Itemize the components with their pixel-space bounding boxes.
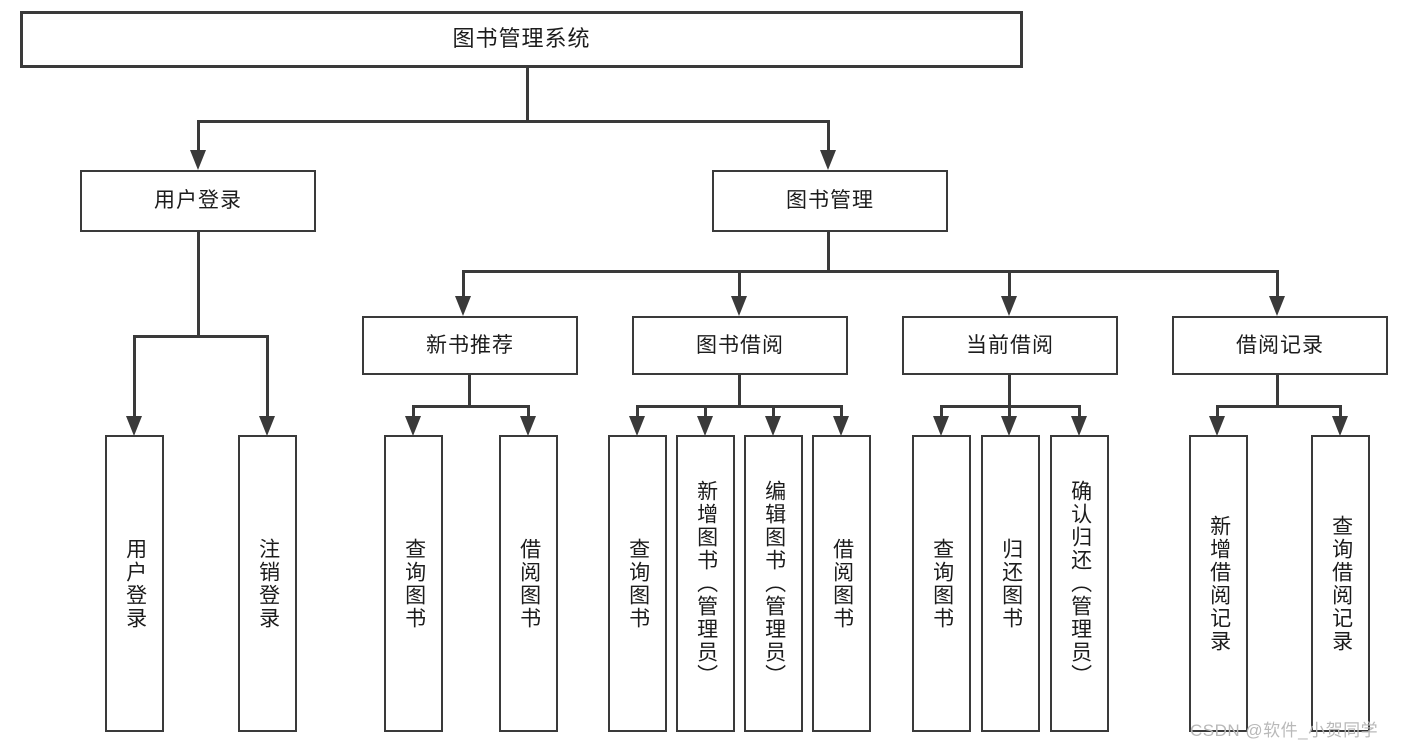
edge-user-login-to-leaf-1 [133,335,136,418]
edge-borrow-record-stem [1276,375,1279,408]
leaf-book-borrow-1[interactable]: 查询图书 [608,435,667,732]
edge-book-borrow-to-leaf-1 [636,405,639,418]
node-label: 当前借阅 [966,333,1054,357]
leaf-current-borrow-3[interactable]: 确认归还（管理员） [1050,435,1109,732]
edge-book-manage-to-current-borrow [1008,270,1011,298]
arrowhead-book-borrow-to-leaf-4 [833,416,849,436]
node-label: 注销登录 [256,537,280,630]
node-label: 用户登录 [123,537,147,630]
edge-book-manage-to-book-borrow [738,270,741,298]
arrowhead-new-book-to-leaf-1 [405,416,421,436]
edge-current-borrow-to-leaf-3 [1078,405,1081,418]
leaf-borrow-record-1[interactable]: 新增借阅记录 [1189,435,1248,732]
arrowhead-root-to-book-manage [820,150,836,170]
node-user-login[interactable]: 用户登录 [80,170,316,232]
node-label: 归还图书 [999,537,1023,630]
leaf-new-book-2[interactable]: 借阅图书 [499,435,558,732]
arrowhead-current-borrow-to-leaf-3 [1071,416,1087,436]
arrowhead-book-borrow-to-leaf-1 [629,416,645,436]
leaf-user-login-2[interactable]: 注销登录 [238,435,297,732]
node-label: 图书管理系统 [452,26,591,52]
edge-book-borrow-to-leaf-3 [772,405,775,418]
edge-book-borrow-stem [738,375,741,408]
arrowhead-book-manage-to-current-borrow [1001,296,1017,316]
edge-user-login-to-leaf-2 [266,335,269,418]
edge-book-manage-bar [462,270,1279,273]
node-label: 图书管理 [786,189,874,213]
node-label: 图书借阅 [696,333,784,357]
node-label: 新书推荐 [426,333,514,357]
arrowhead-user-login-to-leaf-2 [259,416,275,436]
leaf-user-login-1[interactable]: 用户登录 [105,435,164,732]
node-book-management[interactable]: 图书管理 [712,170,948,232]
edge-current-borrow-stem [1008,375,1011,408]
edge-borrow-record-to-leaf-2 [1339,405,1342,418]
node-label: 借阅记录 [1236,333,1324,357]
node-label: 用户登录 [154,189,242,213]
edge-root-stem [526,68,529,120]
arrowhead-book-borrow-to-leaf-2 [697,416,713,436]
edge-root-bar [197,120,830,123]
arrowhead-book-manage-to-book-borrow [731,296,747,316]
arrowhead-borrow-record-to-leaf-2 [1332,416,1348,436]
leaf-borrow-record-2[interactable]: 查询借阅记录 [1311,435,1370,732]
leaf-current-borrow-2[interactable]: 归还图书 [981,435,1040,732]
leaf-new-book-1[interactable]: 查询图书 [384,435,443,732]
arrowhead-current-borrow-to-leaf-2 [1001,416,1017,436]
node-borrow-record[interactable]: 借阅记录 [1172,316,1388,375]
edge-book-borrow-bar [636,405,843,408]
node-new-book-recommend[interactable]: 新书推荐 [362,316,578,375]
leaf-current-borrow-1[interactable]: 查询图书 [912,435,971,732]
node-label: 借阅图书 [830,537,854,630]
edge-book-manage-to-borrow-record [1276,270,1279,298]
edge-book-manage-stem [827,232,830,272]
edge-current-borrow-to-leaf-1 [940,405,943,418]
edge-user-login-stem [197,232,200,337]
edge-book-borrow-to-leaf-4 [840,405,843,418]
edge-borrow-record-bar [1216,405,1342,408]
node-label: 新增借阅记录 [1207,514,1231,653]
arrowhead-book-manage-to-borrow-record [1269,296,1285,316]
arrowhead-book-manage-to-new-book [455,296,471,316]
leaf-book-borrow-4[interactable]: 借阅图书 [812,435,871,732]
watermark-text: CSDN @软件_小贺同学 [1190,721,1379,740]
edge-borrow-record-to-leaf-1 [1216,405,1219,418]
leaf-book-borrow-2[interactable]: 新增图书（管理员） [676,435,735,732]
node-label: 查询图书 [402,537,426,630]
node-label: 查询图书 [930,537,954,630]
arrowhead-user-login-to-leaf-1 [126,416,142,436]
node-label: 确认归还（管理员） [1068,480,1092,687]
edge-user-login-bar [133,335,269,338]
arrowhead-current-borrow-to-leaf-1 [933,416,949,436]
node-label: 查询借阅记录 [1329,514,1353,653]
edge-new-book-to-leaf-2 [527,405,530,418]
edge-book-borrow-to-leaf-2 [704,405,707,418]
leaf-book-borrow-3[interactable]: 编辑图书（管理员） [744,435,803,732]
arrowhead-root-to-user-login [190,150,206,170]
node-current-borrow[interactable]: 当前借阅 [902,316,1118,375]
node-book-borrow[interactable]: 图书借阅 [632,316,848,375]
arrowhead-book-borrow-to-leaf-3 [765,416,781,436]
arrowhead-new-book-to-leaf-2 [520,416,536,436]
node-root-system[interactable]: 图书管理系统 [20,11,1023,68]
node-label: 新增图书（管理员） [694,480,718,687]
node-label: 编辑图书（管理员） [762,480,786,687]
arrowhead-borrow-record-to-leaf-1 [1209,416,1225,436]
edge-new-book-to-leaf-1 [412,405,415,418]
edge-root-to-book-manage [827,120,830,152]
edge-new-book-stem [468,375,471,408]
edge-current-borrow-to-leaf-2 [1008,405,1011,418]
edge-book-manage-to-new-book [462,270,465,298]
edge-new-book-bar [412,405,530,408]
node-label: 查询图书 [626,537,650,630]
edge-root-to-user-login [197,120,200,152]
node-label: 借阅图书 [517,537,541,630]
